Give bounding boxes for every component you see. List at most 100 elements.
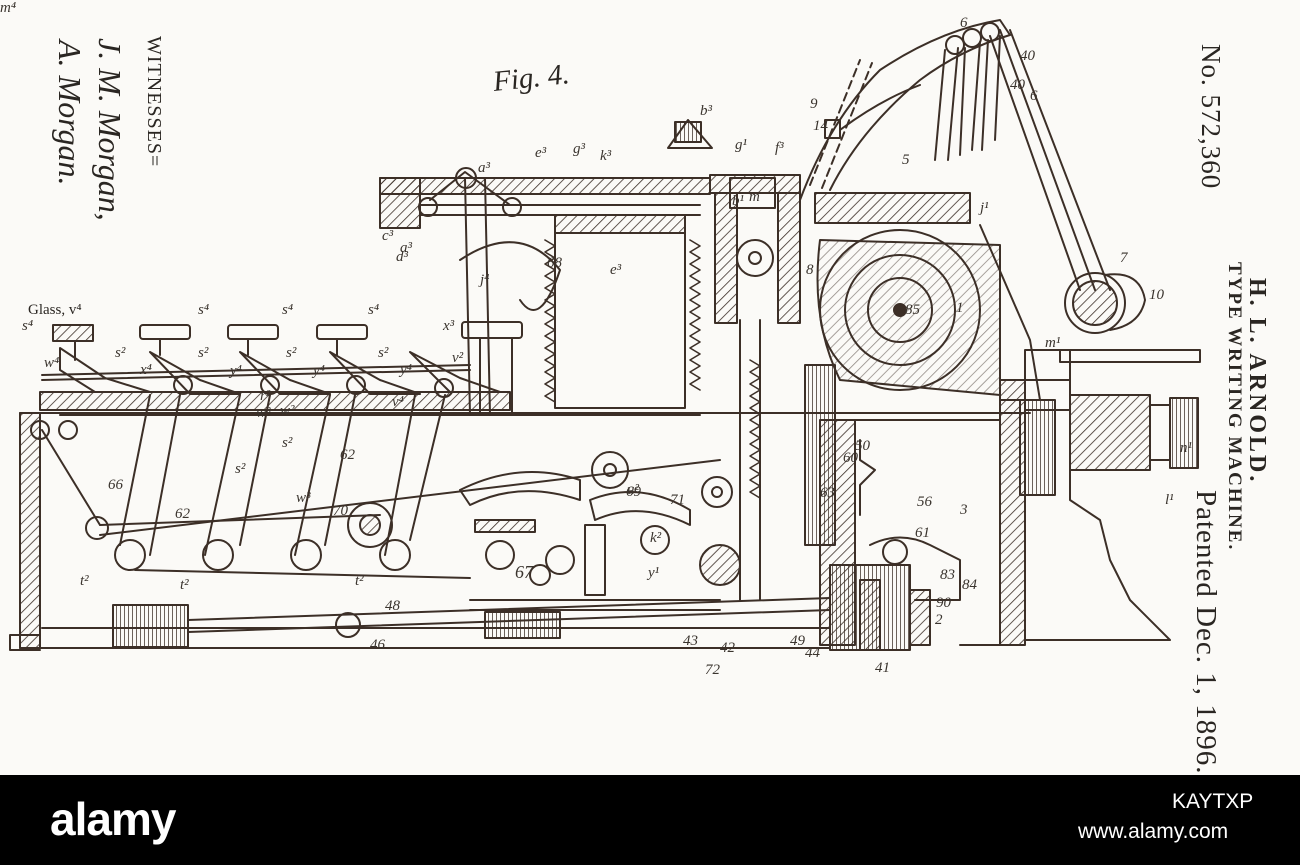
reference-label: 48 <box>385 598 400 614</box>
reference-label: x³ <box>443 318 455 334</box>
reference-label: l¹ <box>1165 492 1174 508</box>
reference-label: y⁴ <box>313 363 325 379</box>
reference-label: b¹ <box>732 193 744 209</box>
reference-label: e³ <box>535 145 547 161</box>
reference-label: s² <box>198 345 209 361</box>
bottom-drive <box>112 536 961 651</box>
reference-label: s² <box>115 345 126 361</box>
reference-label: 66 <box>108 477 123 493</box>
reference-label: 44 <box>805 645 820 661</box>
reference-label: x⁴ <box>140 362 152 378</box>
reference-label: 90 <box>936 595 951 611</box>
reference-label: 49 <box>790 633 805 649</box>
reference-label: 2 <box>935 612 943 628</box>
reference-label: 62 <box>340 447 355 463</box>
key-levers <box>30 375 721 579</box>
reference-label: t² <box>180 577 189 593</box>
reference-label: 5 <box>902 152 910 168</box>
gears <box>347 451 741 611</box>
reference-label: m¹ <box>1045 335 1061 351</box>
reference-label: 3 <box>960 502 968 518</box>
patent-sheet: No. 572,360 H. L. ARNOLD. TYPE WRITING M… <box>0 0 1300 775</box>
reference-label: 9 <box>810 96 818 112</box>
typewriter-drawing <box>9 19 1201 651</box>
machine-title: TYPE WRITING MACHINE. <box>1224 262 1245 552</box>
reference-label: s⁴ <box>198 302 210 318</box>
reference-label: 83 <box>940 567 955 583</box>
reference-label: s⁴ <box>368 302 380 318</box>
reference-label: j¹ <box>980 200 989 216</box>
reference-label: 63 <box>820 485 835 501</box>
reference-label: 40 <box>1010 77 1025 93</box>
reference-label: 50 <box>855 438 870 454</box>
reference-label: 46 <box>370 637 385 653</box>
reference-label: m <box>749 189 760 205</box>
reference-label: k² <box>650 530 662 546</box>
reference-label: k³ <box>600 148 612 164</box>
reference-label: w⁴ <box>44 355 60 371</box>
reference-label: 43 <box>683 633 698 649</box>
reference-label: 84 <box>962 577 977 593</box>
reference-label: 67 <box>515 562 533 582</box>
reference-label: 6 <box>960 15 968 31</box>
reference-label: y⁴ <box>400 362 412 378</box>
reference-label: s² <box>286 345 297 361</box>
reference-label: b³ <box>700 103 712 119</box>
reference-label: w³ <box>256 405 271 421</box>
reference-label: 68 <box>547 255 562 271</box>
reference-label: s² <box>378 345 389 361</box>
witnesses-heading: WITNESSES= <box>143 36 165 168</box>
reference-label: s² <box>282 435 293 451</box>
reference-label: u² <box>627 482 639 498</box>
platen <box>814 192 1201 496</box>
reference-label: r² <box>260 388 271 404</box>
reference-label: 62 <box>175 506 190 522</box>
reference-label: 6 <box>1030 88 1038 104</box>
key-row <box>39 321 523 414</box>
patent-number: No. 572,360 <box>1196 44 1226 190</box>
reference-label: v⁴ <box>392 394 404 410</box>
reference-label: w³ <box>296 490 311 506</box>
reference-label: 85 <box>905 302 920 318</box>
reference-label: c³ <box>382 228 394 244</box>
reference-label: 7 <box>1120 250 1128 266</box>
reference-label: n¹ <box>1180 440 1192 456</box>
reference-label: y¹ <box>648 565 660 581</box>
reference-label: s² <box>235 461 246 477</box>
reference-label: 69 <box>626 484 641 500</box>
reference-label: 40 <box>1020 48 1035 64</box>
watermark-bar <box>0 775 1300 865</box>
reference-label: 1 <box>956 300 964 316</box>
site-url: www.alamy.com <box>1078 820 1229 843</box>
reference-label: g¹ <box>735 137 747 153</box>
reference-label: 14 <box>813 118 828 134</box>
reference-label: 60 <box>843 450 858 466</box>
reference-label: 70 <box>333 503 348 519</box>
reference-label: 56 <box>917 494 932 510</box>
reference-label: t² <box>355 573 364 589</box>
reference-label: 61 <box>915 525 930 541</box>
reference-label: v² <box>452 350 464 366</box>
reference-label: f³ <box>775 140 784 156</box>
reference-label: w² <box>280 403 295 419</box>
reference-label: s⁴ <box>282 302 294 318</box>
brand-logo: alamy <box>50 793 176 845</box>
reference-label: s⁴ <box>22 318 34 334</box>
reference-label: g³ <box>573 141 585 157</box>
reference-label: 42 <box>720 640 735 656</box>
reference-label: a³ <box>400 240 412 256</box>
central-mechanism <box>379 119 876 601</box>
reference-label: 41 <box>875 660 890 676</box>
reference-label: d³ <box>396 249 408 265</box>
reference-label: y⁴ <box>230 363 242 379</box>
patent-date: Patented Dec. 1, 1896. <box>1190 490 1222 775</box>
reference-label: a³ <box>478 160 490 176</box>
reference-label: 72 <box>705 662 720 678</box>
inventor-name: H. L. ARNOLD. <box>1244 278 1270 485</box>
type-basket <box>799 19 1146 334</box>
reference-label: j⁴ <box>480 272 490 288</box>
witness-signature: A. Morgan. <box>52 40 88 186</box>
image-id: KAYTXP <box>1172 790 1254 813</box>
witness-signature: J. M. Morgan, <box>92 38 128 221</box>
reference-label: 71 <box>670 492 685 508</box>
